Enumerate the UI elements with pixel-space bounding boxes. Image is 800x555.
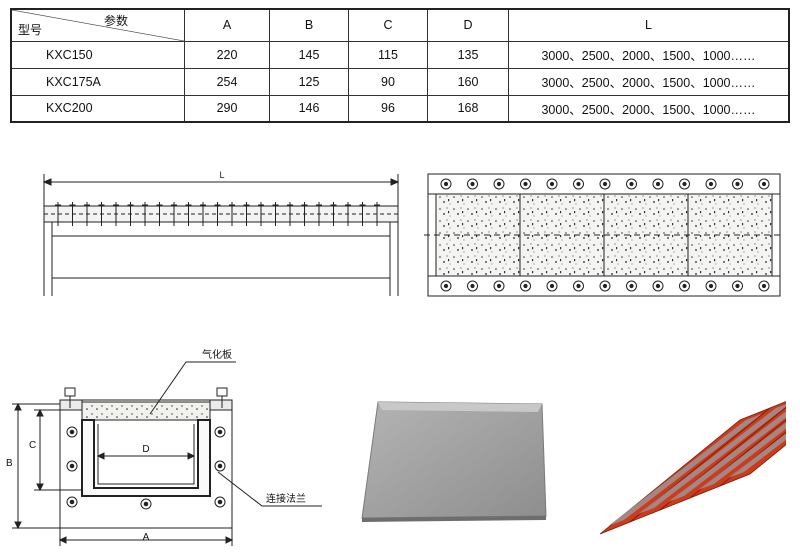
aeration-board: [81, 401, 211, 421]
aeration-board-photo: [361, 401, 547, 522]
side-elevation-drawing: L: [42, 170, 400, 296]
top-plan-drawing: [424, 173, 784, 297]
cell-d: 135: [427, 40, 509, 69]
cell-b: 125: [269, 67, 349, 96]
cell-c: 90: [348, 67, 428, 96]
label-dim-a: A: [143, 532, 150, 543]
label-connecting-flange: 连接法兰: [266, 492, 306, 505]
header-corner-param: 参数: [103, 14, 128, 28]
label-aeration-board: 气化板: [202, 348, 232, 361]
cell-d: 168: [427, 94, 509, 123]
channel-body: [81, 419, 211, 497]
board-slab: [361, 401, 547, 519]
header-col-c: C: [348, 8, 428, 42]
table-row: KXC175A 254 125 90 160 3000、2500、2000、15…: [10, 67, 790, 96]
cell-c: 96: [348, 94, 428, 123]
spec-table: 参数 型号 A B C D L KXC150 220 145 115 135 3…: [10, 8, 790, 123]
cell-a: 254: [184, 67, 270, 96]
red-chute-photo: [599, 401, 786, 535]
cell-d: 160: [427, 67, 509, 96]
length-label: L: [219, 170, 224, 180]
header-col-d: D: [427, 8, 509, 42]
table-row: KXC200 290 146 96 168 3000、2500、2000、150…: [10, 94, 790, 123]
cell-l: 3000、2500、2000、1500、1000……: [508, 94, 790, 123]
arrow-right-icon: [390, 178, 400, 186]
cell-b: 145: [269, 40, 349, 69]
label-dim-b: B: [6, 458, 13, 469]
header-col-l: L: [508, 8, 790, 42]
header-col-a: A: [184, 8, 270, 42]
hex-nut-icon: [216, 387, 228, 397]
leader-flange: [217, 471, 322, 507]
header-corner-model: 型号: [18, 22, 43, 37]
header-corner-cell: 参数 型号: [10, 8, 185, 42]
label-dim-d: D: [142, 444, 149, 455]
cell-a: 220: [184, 40, 270, 69]
cell-model: KXC175A: [10, 67, 185, 96]
header-col-b: B: [269, 8, 349, 42]
cell-model: KXC150: [10, 40, 185, 69]
cell-l: 3000、2500、2000、1500、1000……: [508, 40, 790, 69]
table-header-row: 参数 型号 A B C D L: [10, 8, 790, 42]
hex-nut-icon: [64, 387, 76, 397]
leader-board: [149, 361, 236, 415]
cell-model: KXC200: [10, 94, 185, 123]
table-row: KXC150 220 145 115 135 3000、2500、2000、15…: [10, 40, 790, 69]
arrow-left-icon: [42, 178, 52, 186]
cell-c: 115: [348, 40, 428, 69]
cell-a: 290: [184, 94, 270, 123]
cell-l: 3000、2500、2000、1500、1000……: [508, 67, 790, 96]
flange-plate: [59, 399, 233, 529]
label-dim-c: C: [29, 440, 36, 451]
cross-section-drawing: 气化板 连接法兰 A B C D: [6, 348, 322, 546]
cell-b: 146: [269, 94, 349, 123]
